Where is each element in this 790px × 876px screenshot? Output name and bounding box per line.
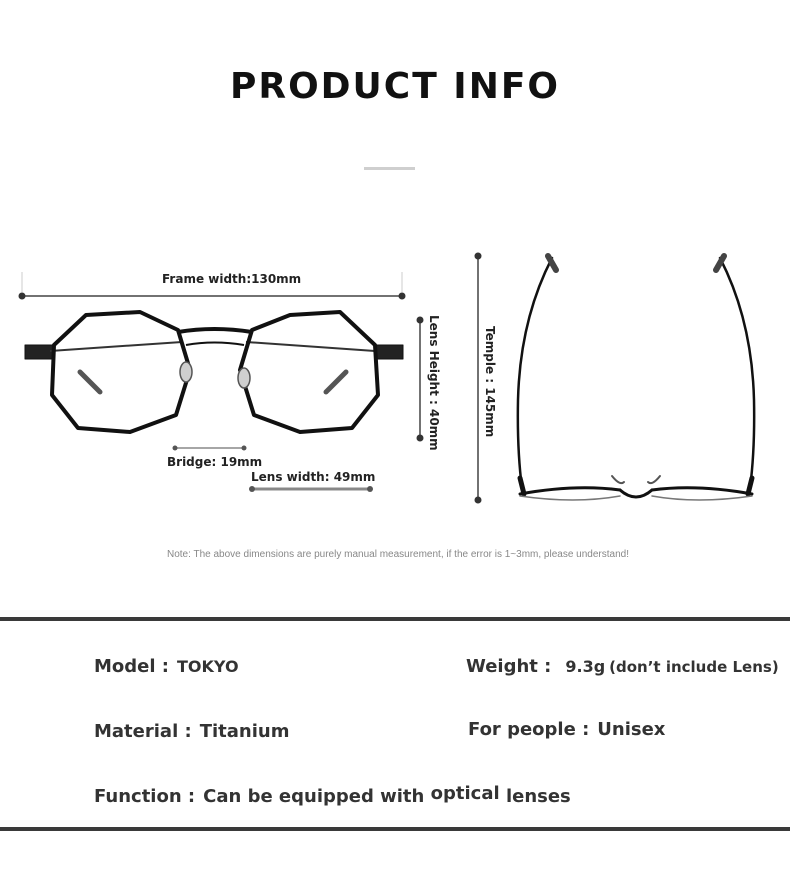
spec-weight-value: 9.3g: [565, 657, 606, 676]
top-view-glasses: [516, 253, 756, 501]
spec-model: Model : TOKYO: [94, 656, 239, 677]
frame-width-label: Frame width:130mm: [162, 272, 302, 286]
spec-people-label: For people :: [468, 719, 590, 740]
temple-label: Temple : 145mm: [483, 326, 497, 438]
spec-material-value: Titanium: [199, 721, 290, 742]
spec-weight: Weight : 9.3g(don’t include Lens): [466, 656, 779, 677]
lens-height-dimension-line: [416, 316, 424, 442]
front-view-glasses: [24, 310, 404, 434]
spec-weight-note: (don’t include Lens): [609, 658, 779, 676]
lens-width-dimension-line: [249, 486, 373, 492]
spec-function-lenses: lenses: [505, 786, 571, 807]
page-title: PRODUCT INFO: [229, 66, 561, 107]
spec-people: For people : Unisex: [468, 719, 665, 740]
measurement-note: Note: The above dimensions are purely ma…: [166, 549, 629, 560]
lens-height-label: Lens Height : 40mm: [427, 315, 441, 451]
spec-material: Material : Titanium: [94, 721, 289, 742]
spec-function-value: Can be equipped with: [203, 786, 425, 807]
spec-weight-label: Weight :: [466, 656, 552, 677]
title-divider: [364, 167, 415, 170]
spec-function: Function : Can be equipped with optical l…: [94, 783, 571, 807]
spec-material-label: Material :: [94, 721, 192, 742]
spec-function-label: Function :: [94, 786, 196, 807]
bridge-dimension-line: [172, 445, 247, 451]
spec-function-optical: optical: [430, 783, 500, 804]
bottom-separator: [0, 827, 790, 831]
lens-width-label: Lens width: 49mm: [251, 470, 376, 484]
temple-dimension-line: [474, 252, 482, 504]
top-separator: [0, 617, 790, 621]
spec-people-value: Unisex: [597, 719, 666, 740]
bridge-label: Bridge: 19mm: [167, 455, 263, 469]
frame-width-dimension-line: [18, 272, 406, 300]
spec-model-label: Model :: [94, 656, 170, 677]
spec-model-value: TOKYO: [177, 657, 239, 676]
